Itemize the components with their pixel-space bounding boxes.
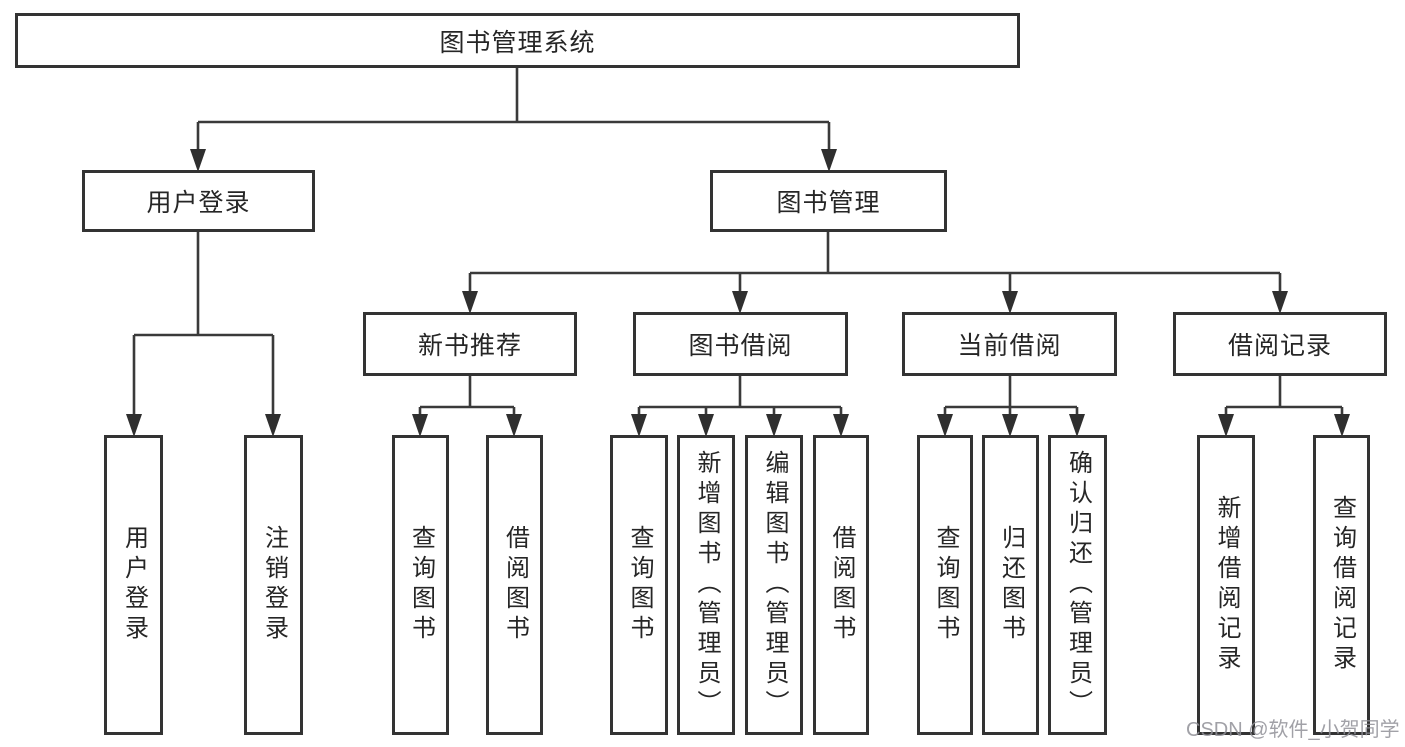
leaf-query-books-current-label: 查询图书	[932, 525, 959, 645]
arrowhead	[462, 291, 478, 314]
node-user-login-label: 用户登录	[146, 189, 251, 217]
node-new-book-recommend-label: 新书推荐	[417, 332, 522, 360]
arrowhead	[732, 291, 748, 314]
leaf-logout-login-label: 注销登录	[260, 525, 288, 645]
node-new-book-recommend: 新书推荐	[363, 312, 577, 376]
leaf-confirm-return-admin: 确认归还（管理员）	[1048, 435, 1107, 735]
arrowhead	[631, 414, 647, 437]
node-current-borrow: 当前借阅	[902, 312, 1117, 376]
node-book-management: 图书管理	[710, 170, 947, 232]
leaf-return-books-label: 归还图书	[997, 525, 1025, 645]
node-root-label: 图书管理系统	[439, 28, 596, 57]
arrowhead	[265, 414, 281, 437]
arrowhead	[1334, 414, 1350, 437]
leaf-query-books-recommend-label: 查询图书	[407, 525, 435, 645]
node-book-borrow-label: 图书借阅	[688, 332, 793, 360]
node-borrow-records: 借阅记录	[1173, 312, 1387, 376]
tree-edges	[132, 68, 1344, 417]
arrowhead	[833, 414, 849, 437]
leaf-logout-login: 注销登录	[244, 435, 303, 735]
arrowhead	[412, 414, 428, 437]
arrowhead	[126, 414, 142, 437]
leaf-query-books-borrow-label: 查询图书	[626, 525, 653, 645]
node-current-borrow-label: 当前借阅	[957, 332, 1062, 360]
leaf-edit-book-admin-label: 编辑图书（管理员）	[761, 450, 788, 720]
arrowhead	[190, 149, 206, 172]
arrowhead	[1002, 291, 1018, 314]
leaf-confirm-return-admin-label: 确认归还（管理员）	[1064, 450, 1092, 720]
leaf-borrow-books-borrow-label: 借阅图书	[828, 525, 855, 645]
leaf-user-login-label: 用户登录	[120, 525, 148, 645]
leaf-query-books-current: 查询图书	[917, 435, 973, 735]
leaf-query-books-borrow: 查询图书	[610, 435, 668, 735]
leaf-borrow-books-recommend-label: 借阅图书	[501, 525, 529, 645]
leaf-add-book-admin-label: 新增图书（管理员）	[693, 450, 720, 720]
leaf-add-book-admin: 新增图书（管理员）	[677, 435, 735, 735]
node-root: 图书管理系统	[15, 13, 1020, 68]
csdn-watermark: CSDN @软件_小贺同学	[1186, 719, 1400, 741]
leaf-add-borrow-record: 新增借阅记录	[1197, 435, 1255, 735]
node-borrow-records-label: 借阅记录	[1227, 332, 1332, 360]
arrowhead	[506, 414, 522, 437]
leaf-query-borrow-record: 查询借阅记录	[1313, 435, 1370, 735]
arrowhead	[937, 414, 953, 437]
leaf-query-borrow-record-label: 查询借阅记录	[1328, 495, 1356, 675]
node-book-management-label: 图书管理	[776, 189, 881, 217]
node-book-borrow: 图书借阅	[633, 312, 848, 376]
leaf-borrow-books-recommend: 借阅图书	[486, 435, 543, 735]
node-user-login: 用户登录	[82, 170, 315, 232]
leaf-return-books: 归还图书	[982, 435, 1039, 735]
leaf-user-login: 用户登录	[104, 435, 163, 735]
leaf-borrow-books-borrow: 借阅图书	[813, 435, 869, 735]
leaf-edit-book-admin: 编辑图书（管理员）	[745, 435, 803, 735]
arrowhead	[821, 149, 837, 172]
leaf-query-books-recommend: 查询图书	[392, 435, 449, 735]
arrowheads	[126, 149, 1350, 437]
arrowhead	[1069, 414, 1085, 437]
arrowhead	[1002, 414, 1018, 437]
arrowhead	[1218, 414, 1234, 437]
leaf-add-borrow-record-label: 新增借阅记录	[1213, 495, 1240, 675]
arrowhead	[1272, 291, 1288, 314]
arrowhead	[698, 414, 714, 437]
arrowhead	[766, 414, 782, 437]
